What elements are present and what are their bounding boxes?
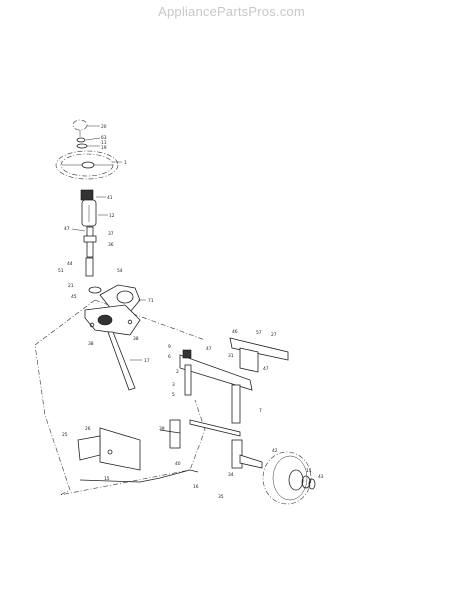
callout-27: 27 bbox=[271, 332, 277, 338]
callout-1: 1 bbox=[124, 160, 127, 166]
callout-54: 54 bbox=[117, 268, 123, 274]
callout-9: 9 bbox=[168, 344, 171, 350]
callout-37: 37 bbox=[108, 231, 114, 237]
callout-31: 31 bbox=[228, 353, 234, 359]
steering-wheel bbox=[55, 150, 119, 180]
callout-45: 45 bbox=[71, 294, 77, 300]
callout-35: 35 bbox=[218, 494, 224, 500]
callout-20: 20 bbox=[101, 124, 107, 130]
callout-6: 6 bbox=[168, 354, 171, 360]
callout-38-right: 38 bbox=[133, 336, 139, 342]
callout-36: 36 bbox=[108, 242, 114, 248]
callout-46: 46 bbox=[232, 329, 238, 335]
spindle-left bbox=[159, 419, 181, 449]
callout-19: 19 bbox=[101, 145, 107, 151]
front-wheel bbox=[262, 451, 316, 505]
steering-hub bbox=[80, 189, 97, 227]
assembly-outline-upper bbox=[94, 299, 206, 341]
callout-47-right: 47 bbox=[263, 366, 269, 372]
callout-11: 11 bbox=[101, 140, 107, 146]
callout-51: 51 bbox=[58, 268, 64, 274]
callout-12: 12 bbox=[109, 213, 115, 219]
steering-shaft-upper bbox=[71, 226, 97, 277]
callout-15: 15 bbox=[104, 476, 110, 482]
callout-17: 17 bbox=[144, 358, 150, 364]
callout-44: 44 bbox=[67, 261, 73, 267]
callout-42: 42 bbox=[272, 448, 278, 454]
callout-5: 5 bbox=[172, 392, 175, 398]
callout-41: 41 bbox=[107, 195, 113, 201]
drag-link bbox=[107, 331, 136, 391]
callout-21: 21 bbox=[68, 283, 74, 289]
callout-71: 71 bbox=[148, 298, 154, 304]
callout-47-upper: 47 bbox=[64, 226, 70, 232]
callout-47-middle: 47 bbox=[206, 346, 212, 352]
callout-7: 7 bbox=[259, 408, 262, 414]
steering-bracket bbox=[77, 427, 141, 471]
callout-34: 34 bbox=[228, 472, 234, 478]
callout-40: 40 bbox=[175, 461, 181, 467]
leader-lines bbox=[85, 125, 146, 361]
callout-26: 26 bbox=[85, 426, 91, 432]
steering-wheel-cap bbox=[72, 119, 88, 149]
steering-gear-assembly bbox=[84, 284, 141, 336]
callout-39: 39 bbox=[159, 426, 165, 432]
callout-16: 16 bbox=[193, 484, 199, 490]
lower-rod bbox=[79, 469, 199, 483]
callout-3: 3 bbox=[172, 382, 175, 388]
spindle-right bbox=[231, 439, 263, 469]
callout-43: 43 bbox=[318, 474, 324, 480]
front-axle-assembly bbox=[179, 337, 289, 424]
callout-63: 63 bbox=[101, 135, 107, 141]
callout-2: 2 bbox=[176, 369, 179, 375]
assembly-outline bbox=[34, 299, 206, 496]
callout-25: 25 bbox=[62, 432, 68, 438]
callout-57: 57 bbox=[256, 330, 262, 336]
tie-rod bbox=[189, 419, 241, 437]
callout-14: 14 bbox=[306, 468, 312, 474]
callout-38-left: 38 bbox=[88, 341, 94, 347]
watermark: AppliancePartsPros.com bbox=[158, 4, 305, 19]
